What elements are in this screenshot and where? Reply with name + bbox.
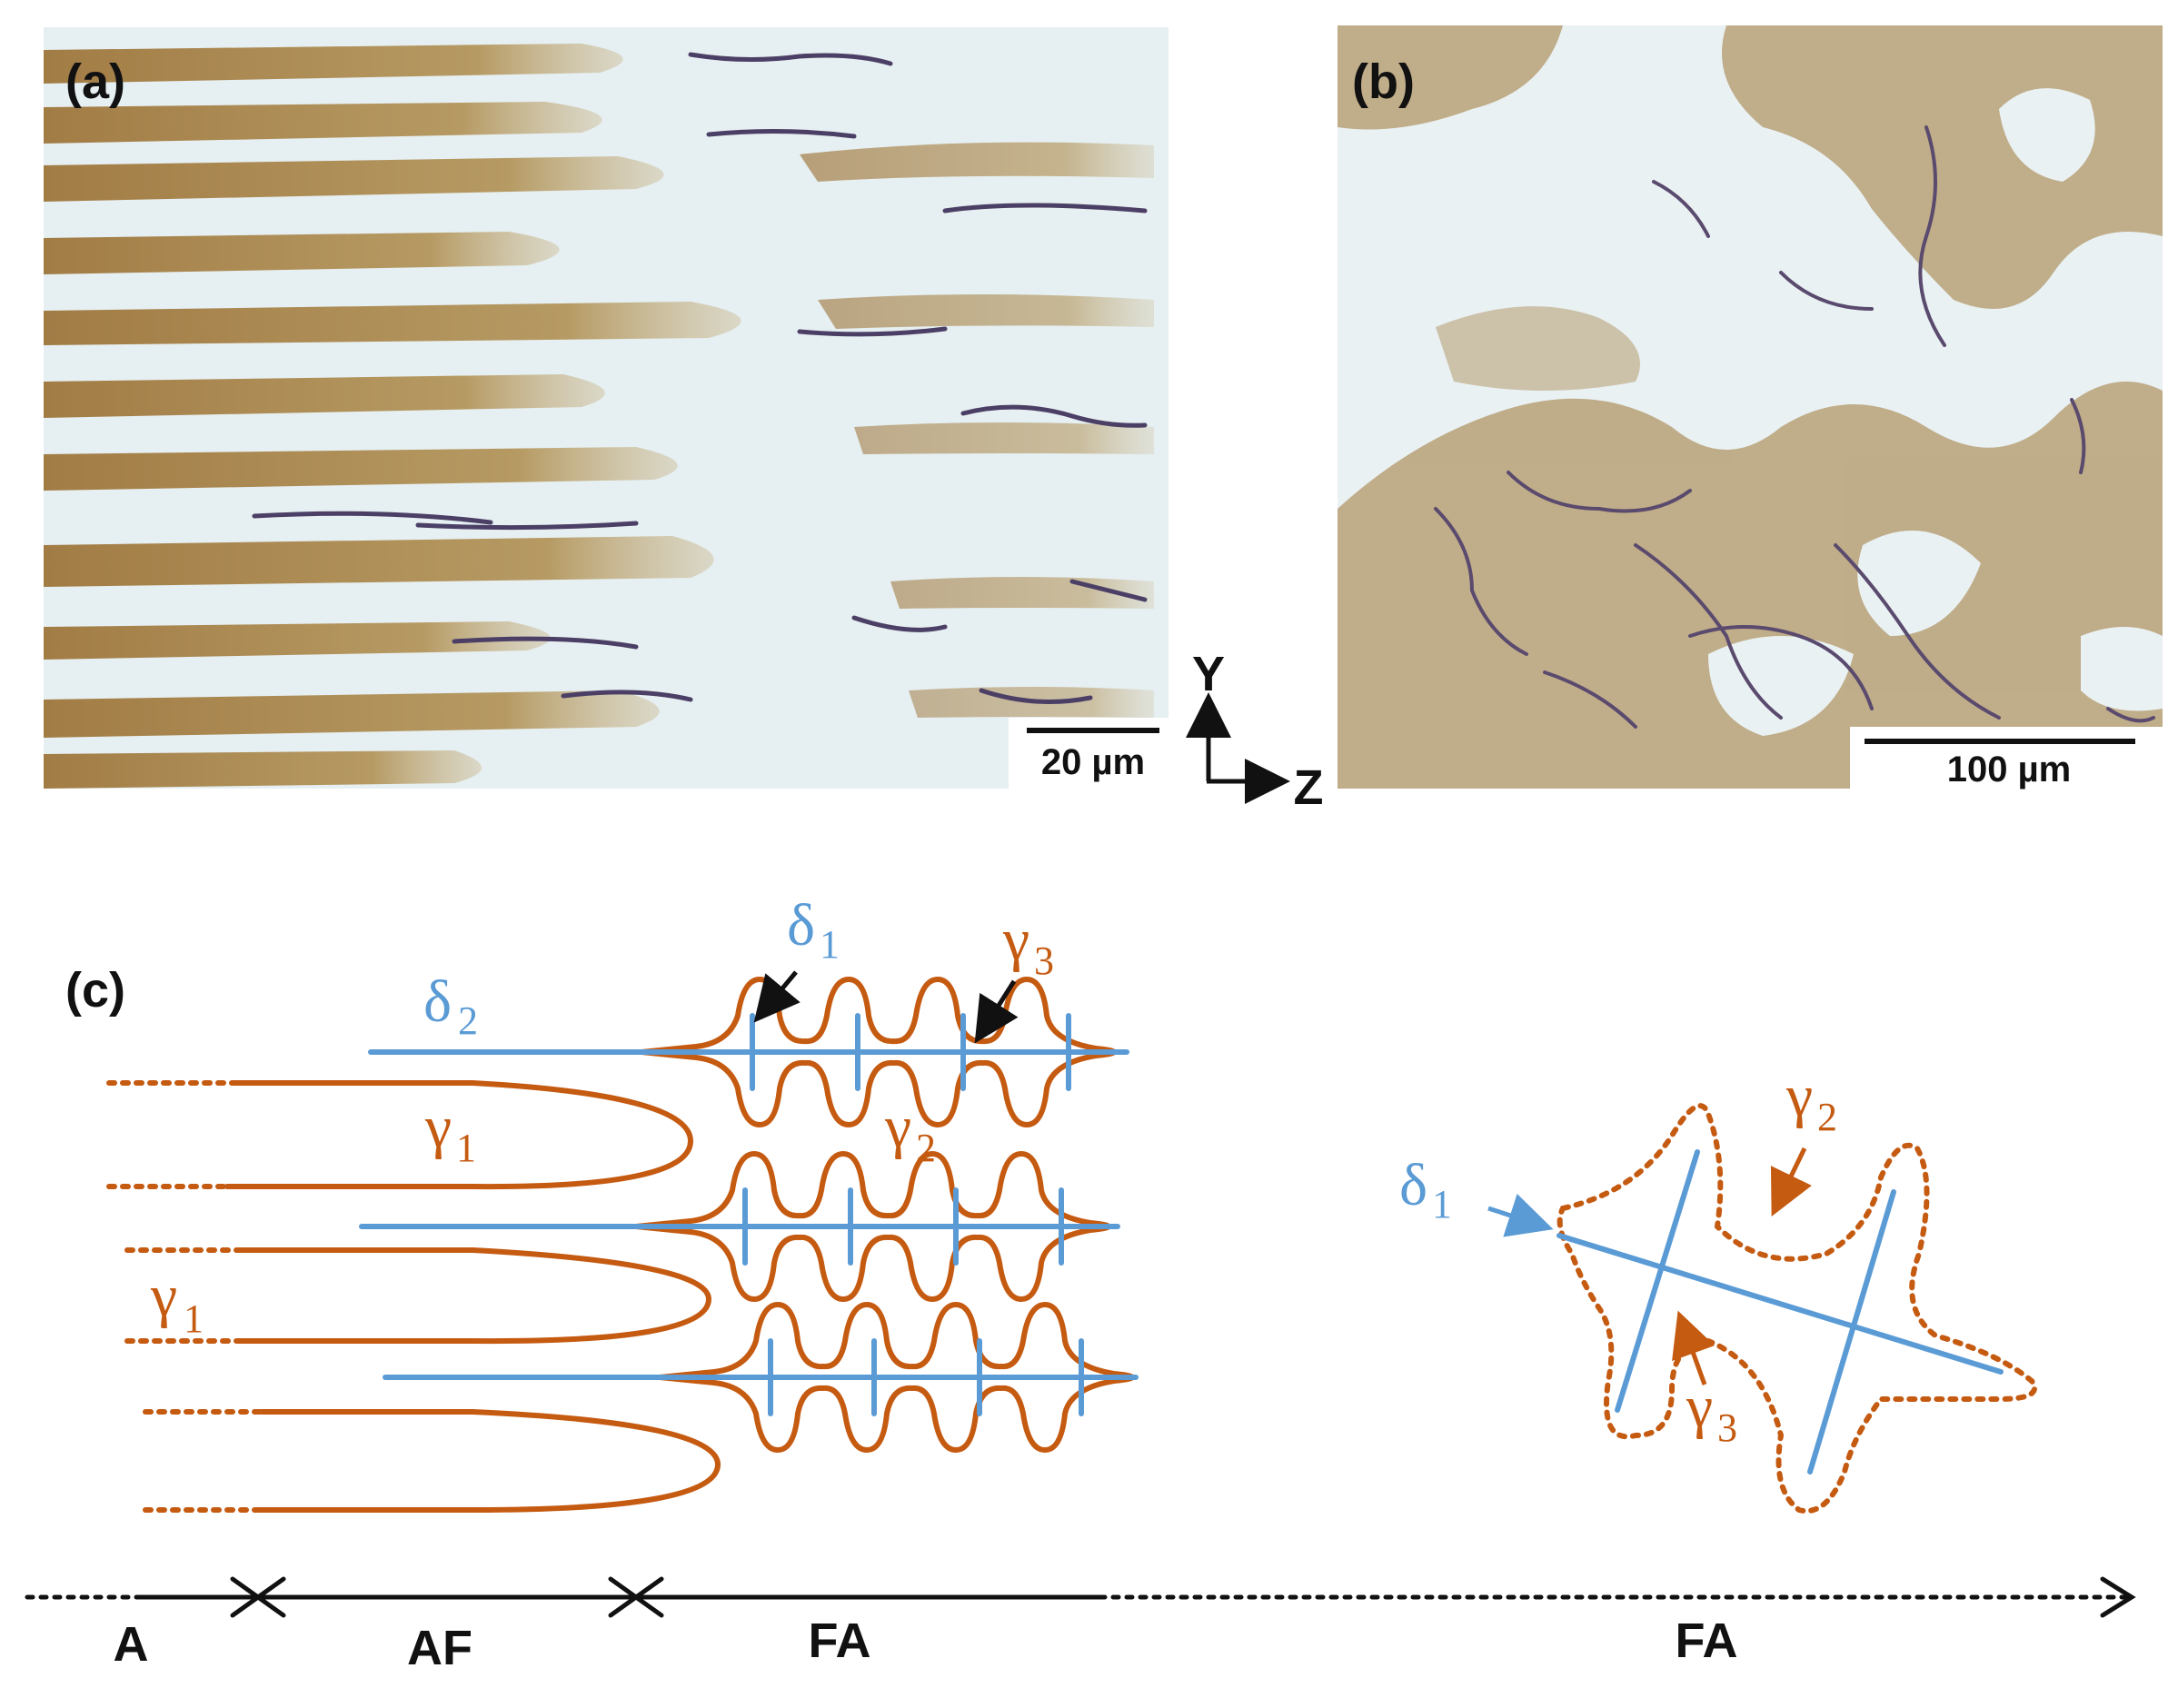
- gamma1-lower-symbol: γ: [150, 1263, 177, 1329]
- gamma3-right-symbol: γ: [1686, 1374, 1713, 1440]
- equiaxed-delta-arms: [1556, 1149, 2004, 1475]
- gamma2-left-subscript: 2: [916, 1126, 936, 1170]
- equiaxed-dendrite-outline: [1556, 1103, 2037, 1514]
- zone-label-fa-right: FA: [1675, 1614, 1737, 1668]
- panel-label-b: (b): [1352, 55, 1415, 109]
- gamma1-upper-subscript: 1: [456, 1126, 476, 1170]
- phase-label-gamma2-left: γ 2: [884, 1094, 936, 1170]
- gamma2-right-symbol: γ: [1785, 1063, 1813, 1129]
- gamma3-right-subscript: 3: [1717, 1405, 1737, 1450]
- schematic-c: (c): [25, 892, 2136, 1675]
- phase-label-gamma1-lower: γ 1: [150, 1263, 204, 1341]
- gamma1-dotted-extensions: [106, 1080, 264, 1513]
- scale-bar-b-label: 100 µm: [1947, 750, 2071, 789]
- delta1-right-subscript: 1: [1432, 1182, 1452, 1226]
- equiaxed-dendrite: δ 1 γ 2 γ 3: [1399, 1063, 2037, 1514]
- delta2-subscript: 2: [458, 998, 478, 1043]
- delta1-top-subscript: 1: [820, 922, 840, 967]
- gamma1-lower-subscript: 1: [184, 1296, 204, 1341]
- panel-label-c: (c): [65, 963, 125, 1018]
- austenite-bands: [44, 44, 1154, 789]
- scale-bar-a-label: 20 µm: [1041, 742, 1145, 782]
- micrograph-b: 100 µm (b): [1338, 25, 2163, 789]
- scale-bar-b: 100 µm: [1850, 727, 2163, 789]
- gamma1-upper-symbol: γ: [424, 1094, 452, 1160]
- phase-label-delta1-top: δ 1: [753, 892, 840, 1023]
- delta1-right-symbol: δ: [1399, 1152, 1427, 1218]
- micrograph-a: 20 µm (a): [44, 27, 1169, 789]
- delta1-top-symbol: δ: [787, 892, 815, 958]
- carbide-network-a: [252, 52, 1148, 704]
- gamma2-right-subscript: 2: [1817, 1095, 1837, 1139]
- delta2-symbol: δ: [423, 968, 452, 1035]
- phase-label-delta1-right: δ 1: [1399, 1152, 1554, 1237]
- axis-z-label: Z: [1294, 760, 1324, 815]
- gamma3-top-symbol: γ: [1002, 907, 1029, 973]
- delta-ferrite-arms: [359, 1013, 1139, 1416]
- scale-bar-a: 20 µm: [1009, 718, 1169, 789]
- gamma2-left-symbol: γ: [884, 1094, 911, 1160]
- phase-label-gamma3-top: γ 3: [974, 907, 1054, 1044]
- solidification-mode-axis: [25, 1576, 2136, 1618]
- phase-label-gamma3-right: γ 3: [1672, 1310, 1737, 1450]
- zone-label-a: A: [114, 1617, 149, 1672]
- phase-label-gamma1-upper: γ 1: [424, 1094, 476, 1170]
- axis-y-label: Y: [1192, 647, 1225, 701]
- gamma1-austenite-lobes: [224, 1080, 721, 1513]
- phase-label-gamma2-right: γ 2: [1770, 1063, 1837, 1216]
- carbide-network-b: [1434, 125, 2155, 729]
- zone-label-af: AF: [407, 1621, 472, 1675]
- gamma3-top-subscript: 3: [1034, 938, 1054, 983]
- panel-label-a: (a): [65, 55, 125, 109]
- phase-label-delta2: δ 2: [423, 968, 478, 1043]
- orientation-axes: Y Z: [1186, 647, 1324, 815]
- zone-label-fa: FA: [808, 1614, 870, 1668]
